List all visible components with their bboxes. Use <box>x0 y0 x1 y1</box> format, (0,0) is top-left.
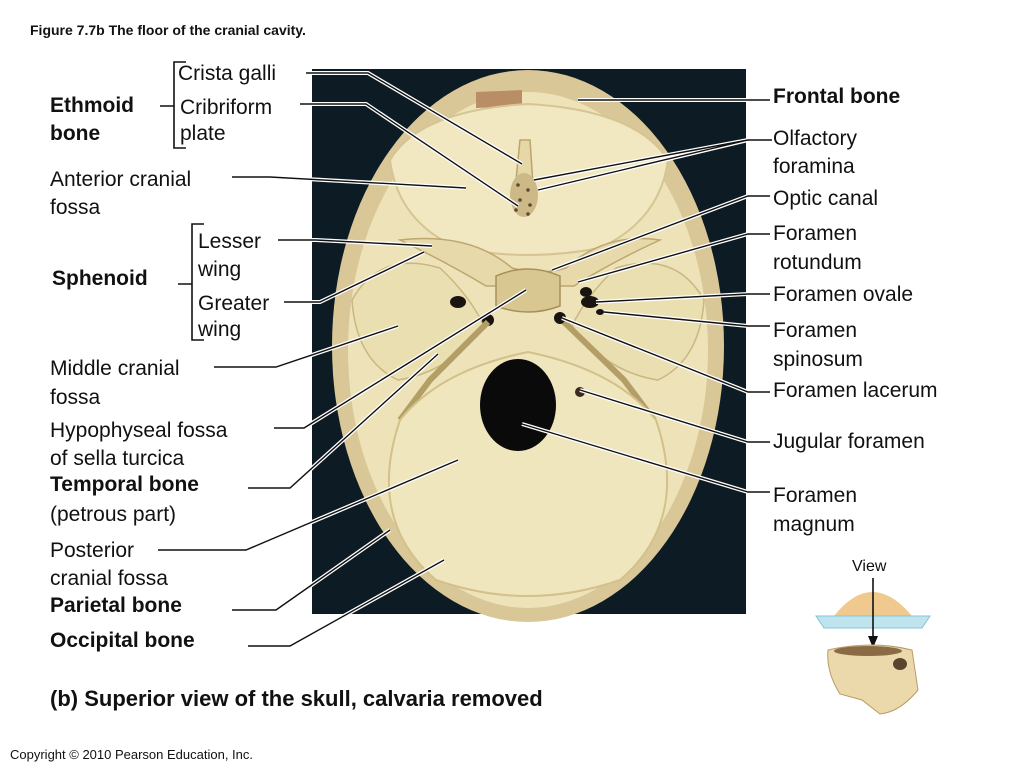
label-posterior-fossa-line1: Posterior <box>50 539 135 562</box>
label-greater-wing-line1: Greater <box>198 292 270 315</box>
label-middle-fossa-line1: Middle cranial <box>50 357 180 380</box>
label-occipital-bone: Occipital bone <box>50 629 195 652</box>
label-foramen-lacerum: Foramen lacerum <box>773 379 938 402</box>
copyright-notice: Copyright © 2010 Pearson Education, Inc. <box>10 747 254 762</box>
foramen-rotundum-shape <box>580 287 592 297</box>
label-ethmoid-line1: Ethmoid <box>50 94 134 117</box>
figure-caption: (b) Superior view of the skull, calvaria… <box>50 686 543 711</box>
label-lesser-wing-line2: wing <box>198 258 242 281</box>
foramen-spinosum-shape <box>596 309 604 315</box>
label-temporal-line2: (petrous part) <box>50 503 177 526</box>
foramen-magnum-shape <box>480 359 556 451</box>
label-hypophyseal-line1: Hypophyseal fossa <box>50 419 228 442</box>
petrous-ridge-left <box>397 319 491 422</box>
leader-lines <box>158 71 772 648</box>
label-magnum-line2: magnum <box>773 513 855 536</box>
cribriform-plate-shape <box>510 173 538 217</box>
figure-title: Figure 7.7b The floor of the cranial cav… <box>30 22 306 38</box>
label-crista-galli: Crista galli <box>178 62 277 85</box>
label-spinosum-line2: spinosum <box>773 348 863 371</box>
sella-turcica-shape <box>495 268 561 313</box>
foramen-lacerum-shape <box>554 312 566 324</box>
label-sphenoid: Sphenoid <box>52 267 148 290</box>
label-middle-fossa-line2: fossa <box>50 386 101 409</box>
view-inset-illustration <box>815 578 931 715</box>
label-cribriform-line1: Cribriform <box>180 96 273 119</box>
skull-inset-orbit <box>893 658 907 670</box>
label-rotundum-line1: Foramen <box>773 222 858 245</box>
label-olfactory-line1: Olfactory <box>773 127 858 150</box>
lesser-wing-shape <box>397 237 663 287</box>
label-temporal-line1: Temporal bone <box>50 473 199 496</box>
label-anterior-fossa-line1: Anterior cranial <box>50 168 192 191</box>
sphenoid-bracket <box>178 223 204 341</box>
label-jugular-foramen: Jugular foramen <box>773 430 925 453</box>
label-cribriform-line2: plate <box>180 122 226 145</box>
label-olfactory-line2: foramina <box>773 155 855 178</box>
foramen-ovale-shape <box>581 296 599 308</box>
label-frontal-bone: Frontal bone <box>773 85 901 108</box>
label-anterior-fossa-line2: fossa <box>50 196 101 219</box>
label-hypophyseal-line2: of sella turcica <box>50 447 185 470</box>
label-spinosum-line1: Foramen <box>773 319 858 342</box>
label-lesser-wing-line1: Lesser <box>198 230 262 253</box>
posterior-fossa-shape <box>387 350 669 597</box>
olfactory-foramina-dots <box>514 183 532 216</box>
frontal-crest-band <box>476 90 522 108</box>
label-posterior-fossa-line2: cranial fossa <box>50 567 168 590</box>
ethmoid-bracket <box>160 61 186 149</box>
label-parietal-bone: Parietal bone <box>50 594 182 617</box>
foramen-ovale-left-shape <box>450 296 466 308</box>
label-optic-canal: Optic canal <box>773 187 879 210</box>
view-arrow-head <box>868 636 878 648</box>
label-greater-wing-line2: wing <box>198 318 242 341</box>
label-rotundum-line2: rotundum <box>773 251 862 274</box>
skull-inset-cranial-opening <box>834 646 902 656</box>
label-foramen-ovale: Foramen ovale <box>773 283 914 306</box>
view-label: View <box>852 558 887 575</box>
label-ethmoid-line2: bone <box>50 122 101 145</box>
label-magnum-line1: Foramen <box>773 484 858 507</box>
